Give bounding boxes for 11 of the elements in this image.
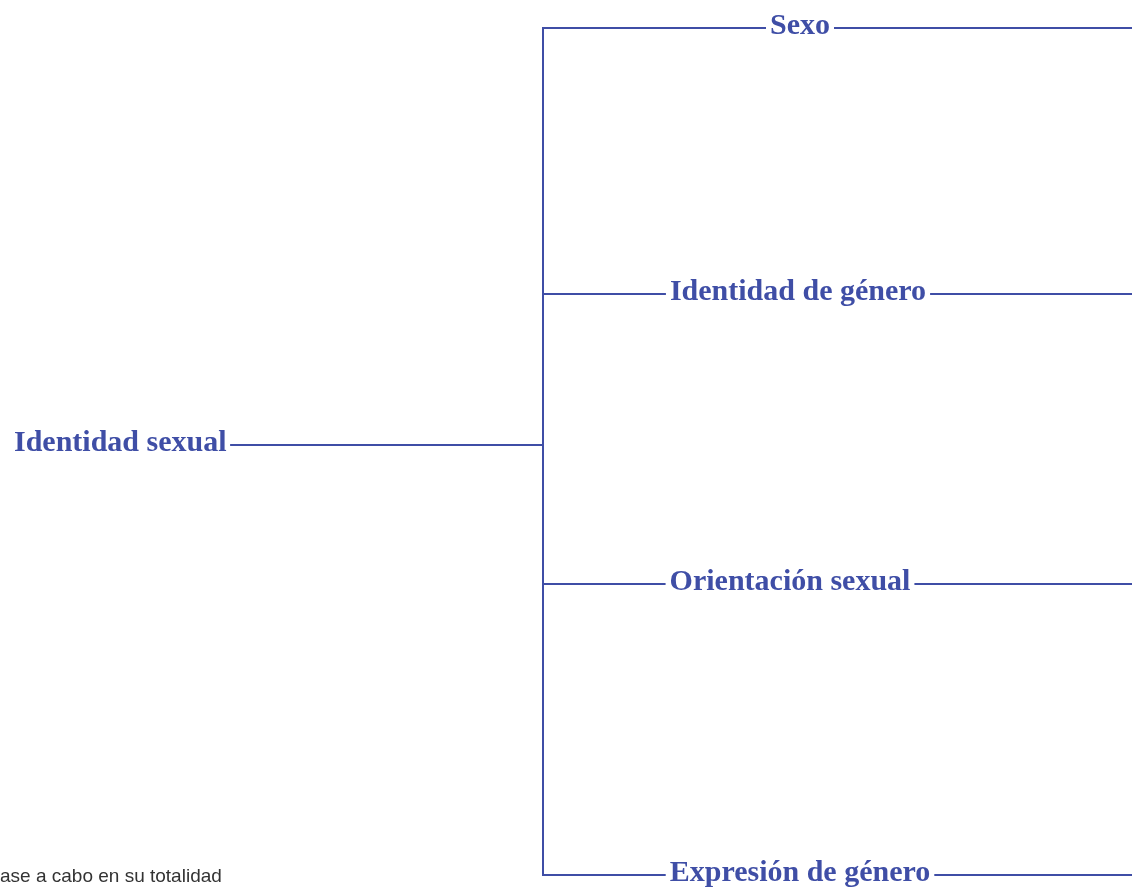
node-label: Expresión de género [665,853,935,889]
connector-line [913,583,1132,585]
node-label: Orientación sexual [665,562,915,598]
node-label: Sexo [766,6,834,42]
node-label: Identidad sexual [10,423,231,459]
connector-line [933,874,1132,876]
connector-line [833,27,1132,29]
node-label: Identidad de género [665,272,931,308]
note-text: ase a cabo en su totalidad [0,864,222,888]
connector-line [929,293,1132,295]
connector-line [229,444,667,876]
